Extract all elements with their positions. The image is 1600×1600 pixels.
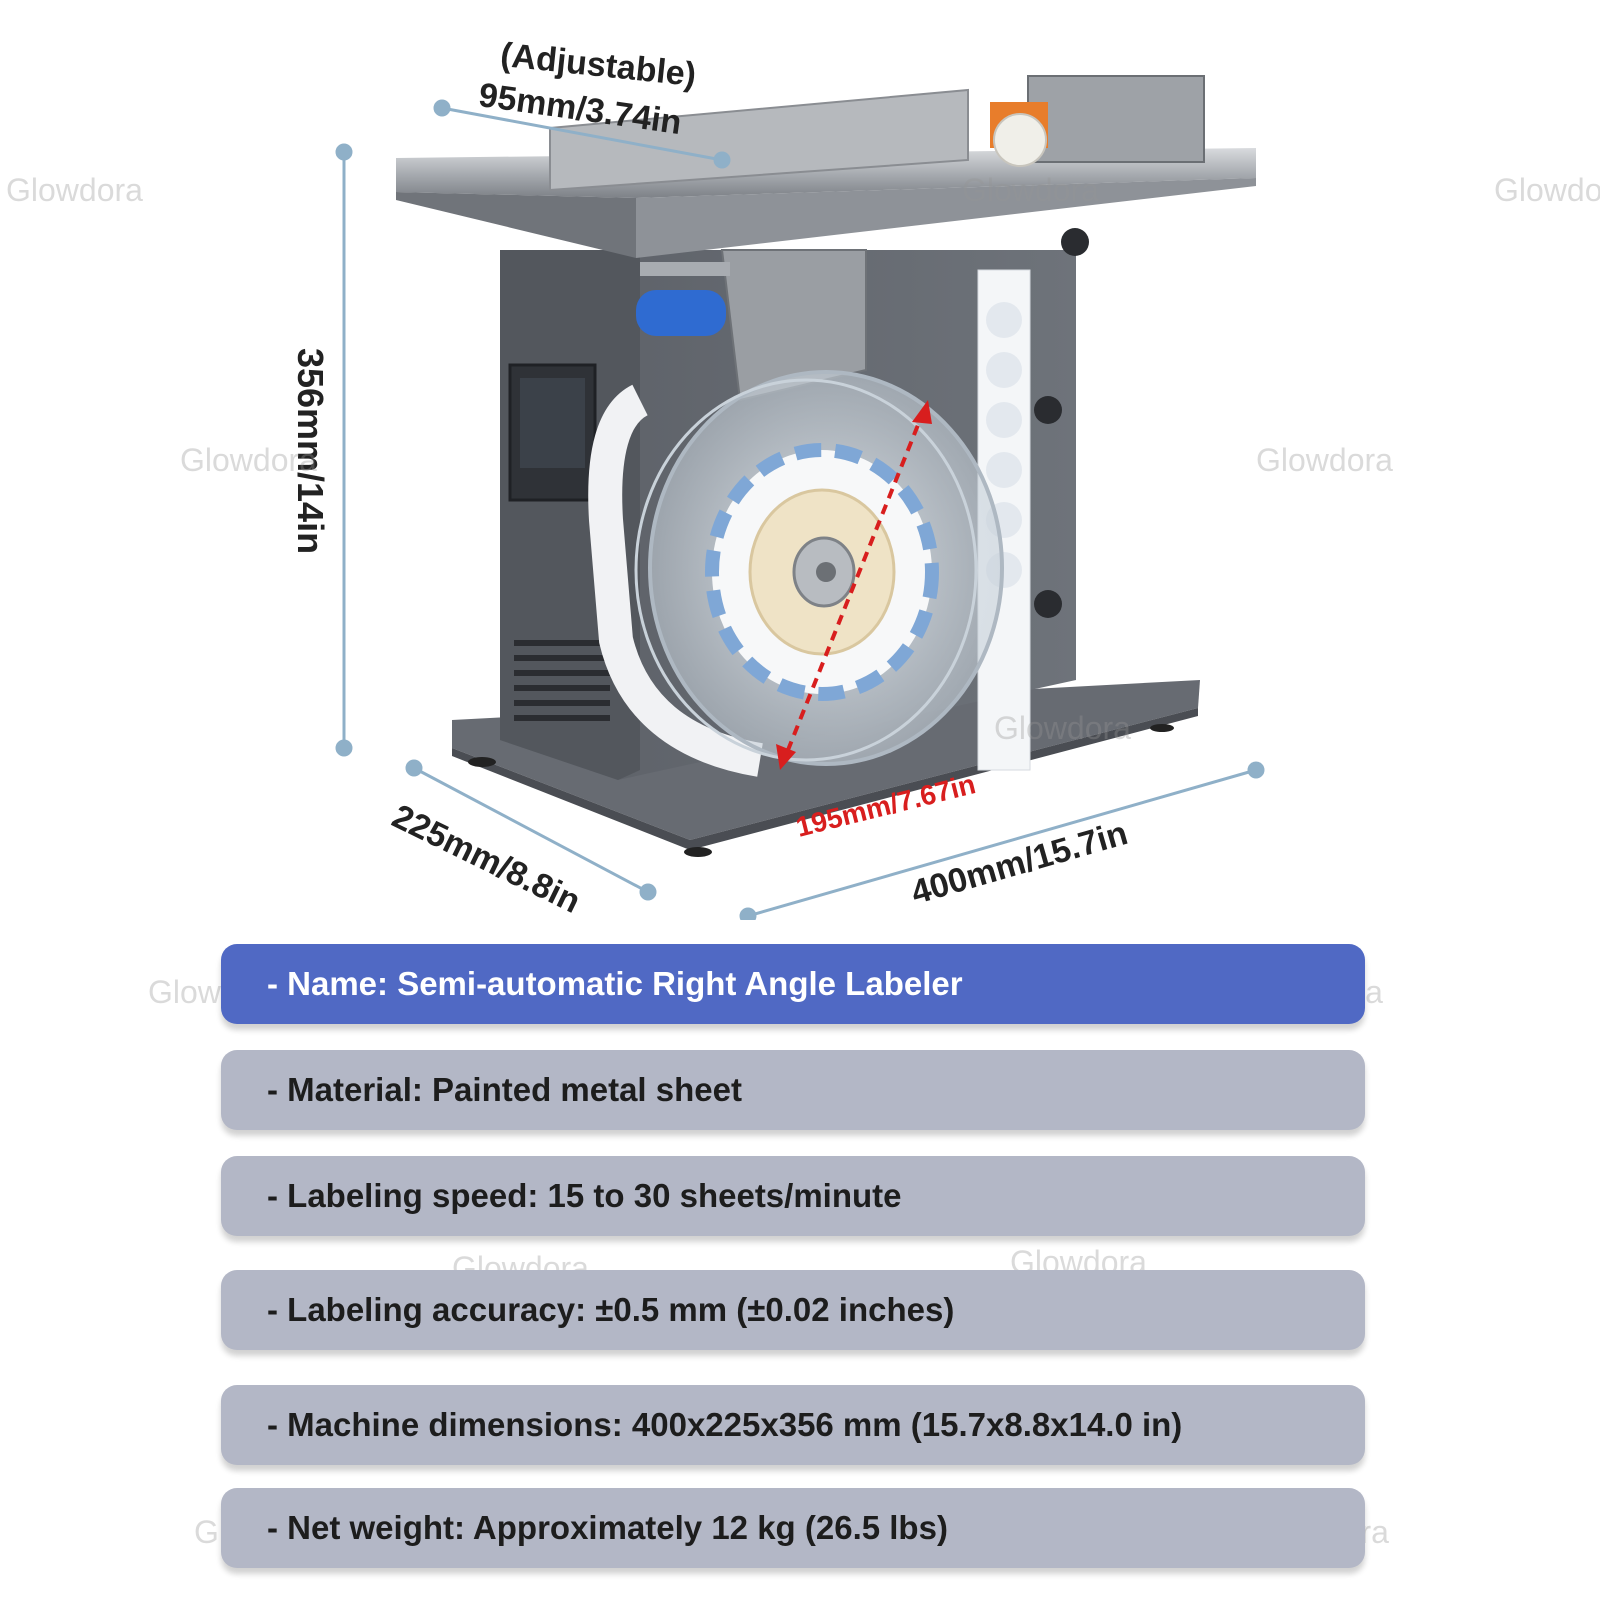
watermark: Glowdora [1256,442,1393,478]
tension-knobs [1034,228,1089,618]
blue-roller [636,290,726,336]
liner-paper [588,384,764,777]
watermark: Glowdora [1494,172,1600,208]
labeler-machine-drawing [335,75,1265,925]
dimension-lines [335,99,1265,925]
spec-net-weight: - Net weight: Approximately 12 kg (26.5 … [221,1488,1365,1568]
spec-machine-dimensions: - Machine dimensions: 400x225x356 mm (15… [221,1385,1365,1465]
product-illustration [335,75,1265,925]
spec-material: - Material: Painted metal sheet [221,1050,1365,1130]
spec-labeling-accuracy: - Labeling accuracy: ±0.5 mm (±0.02 inch… [221,1270,1365,1350]
adjustable-guide-rail [549,88,969,192]
watermark: Glowdora [962,172,1099,208]
vent-grille [514,640,610,721]
watermark: Glowdora [180,442,317,478]
watermark: Glowdora [994,710,1131,746]
watermark: Glowdora [6,172,143,208]
motor-block [1027,75,1205,163]
spec-labeling-speed: - Labeling speed: 15 to 30 sheets/minute [221,1156,1365,1236]
peel-bracket [720,249,867,402]
spec-name: - Name: Semi-automatic Right Angle Label… [221,944,1365,1024]
roll-diameter-arrow [782,409,926,761]
